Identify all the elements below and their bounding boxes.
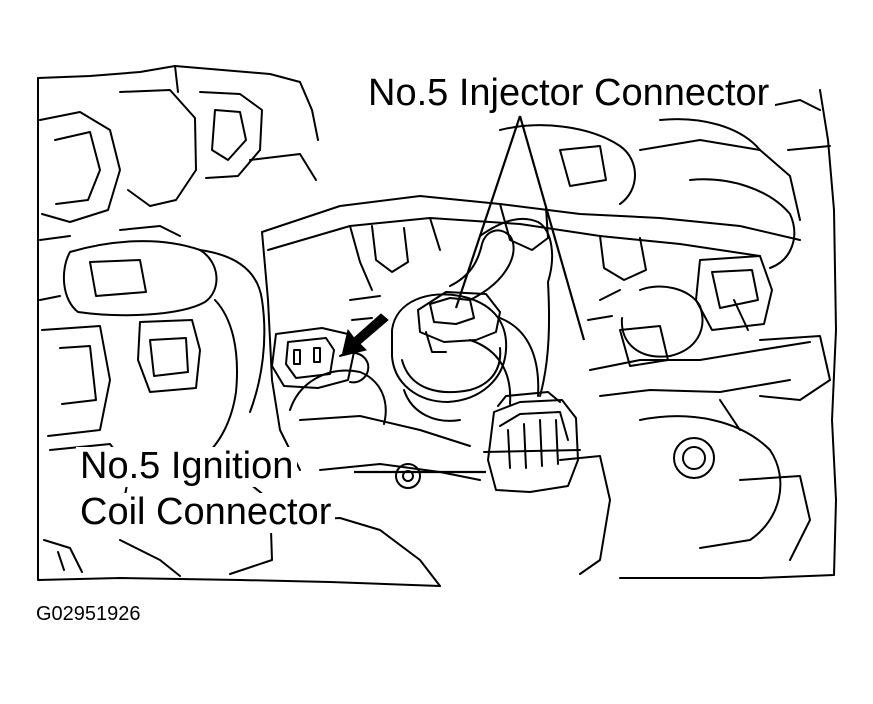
leader-lines [354, 116, 584, 472]
figure-code: G02951926 [36, 603, 141, 625]
injector-leader-line-2 [520, 116, 584, 340]
injector-leader-line [456, 116, 520, 308]
pointer-arrow [342, 314, 388, 356]
ignition-coil-label-line2: Coil Connector [76, 492, 336, 533]
ignition-coil-label-line1: No.5 Ignition [76, 446, 298, 487]
injector-connector-label: No.5 Injector Connector [362, 73, 776, 114]
